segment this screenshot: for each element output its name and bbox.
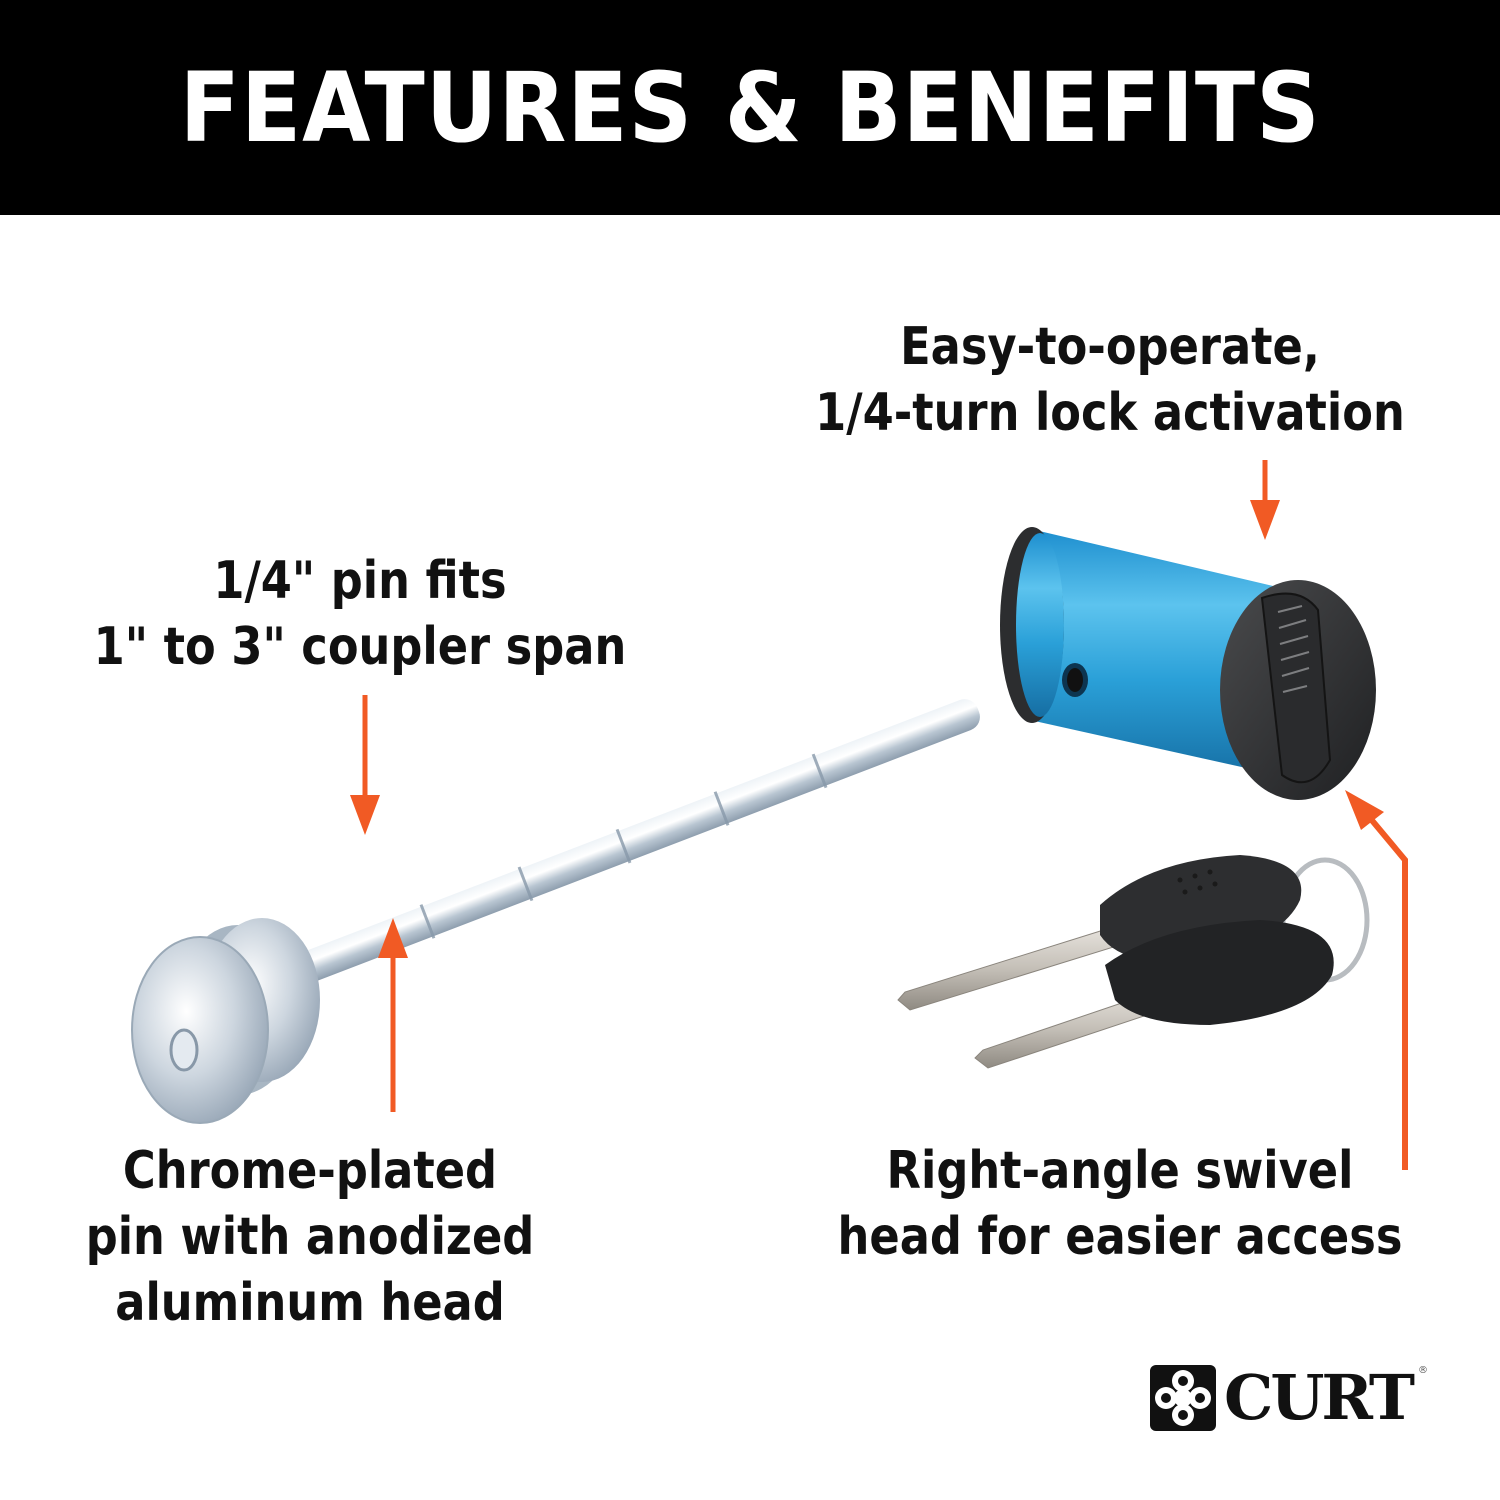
callout-quarter-turn: Easy-to-operate, 1/4-turn lock activatio… <box>809 314 1411 446</box>
swivel-lock-head <box>1000 527 1376 800</box>
arrow-up-pin-icon <box>378 918 408 1112</box>
keys <box>897 855 1370 1069</box>
callout-line: aluminum head <box>115 1273 505 1333</box>
callout-line: Right-angle swivel <box>886 1141 1354 1201</box>
callout-arrows <box>350 460 1408 1170</box>
arrow-down-pin-icon <box>350 695 380 835</box>
callout-line: pin with anodized <box>85 1207 535 1267</box>
callout-line: Chrome-plated <box>122 1141 498 1201</box>
callout-swivel-head: Right-angle swivel head for easier acces… <box>828 1138 1413 1270</box>
callout-line: 1" to 3" coupler span <box>93 617 627 677</box>
callout-line: 1/4" pin fits <box>213 551 507 611</box>
callout-line: 1/4-turn lock activation <box>815 383 1405 443</box>
arrow-down-lock-icon <box>1250 460 1280 540</box>
callout-line: head for easier access <box>837 1207 1403 1267</box>
header-banner: FEATURES & BENEFITS <box>0 0 1500 215</box>
callout-line: Easy-to-operate, <box>900 317 1320 377</box>
coupler-pin <box>131 699 980 1124</box>
curt-logo-mark-icon <box>1150 1365 1216 1431</box>
callout-pin-size: 1/4" pin fits 1" to 3" coupler span <box>85 548 635 680</box>
brand-name: CURT <box>1224 1361 1415 1434</box>
brand-logo: CURT ® <box>1150 1365 1428 1431</box>
arrow-elbow-lock-icon <box>1345 790 1408 1170</box>
callout-chrome-plated: Chrome-plated pin with anodized aluminum… <box>61 1138 560 1336</box>
page-title: FEATURES & BENEFITS <box>179 51 1321 164</box>
registered-mark: ® <box>1418 1365 1428 1376</box>
